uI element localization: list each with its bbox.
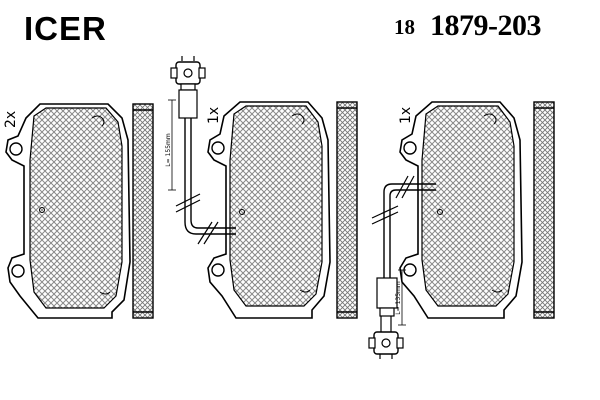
pad-2-wear-sensor: L= 155mm <box>165 56 236 245</box>
pad-2 <box>207 101 331 319</box>
pad-3-side-profile <box>533 101 555 319</box>
pad-1-friction-material <box>29 107 123 309</box>
pad-3 <box>399 101 523 319</box>
icer-logo-text: ICER <box>24 11 107 45</box>
pad-2-ear-hole-bottom <box>211 263 225 277</box>
pad-2-friction-material <box>229 105 323 307</box>
icer-logo: ICER <box>24 11 107 45</box>
pad-3-friction-material <box>421 105 515 307</box>
pad-2-quantity-label: 1x <box>206 106 222 124</box>
pad-2-sensor-length-label: L= 155mm <box>165 133 172 167</box>
pad-3-wear-sensor: L= 135mm <box>368 175 436 359</box>
pad-1-quantity-label: 2x <box>3 110 19 128</box>
pad-3-sensor-length-label: L= 135mm <box>395 281 402 315</box>
pad-1-ear-hole-top <box>9 142 23 156</box>
pad-1-side-profile <box>132 103 154 319</box>
pad-2-ear-hole-top <box>211 141 225 155</box>
part-number-prefix: 18 <box>394 15 415 39</box>
pad-3-quantity-label: 1x <box>398 106 414 124</box>
pad-1-ear-hole-bottom <box>11 264 25 278</box>
pad-3-ear-hole-top <box>403 141 417 155</box>
pad-2-side-profile <box>336 101 358 319</box>
pad-1 <box>5 103 131 319</box>
part-number-code: 1879-203 <box>430 9 542 42</box>
